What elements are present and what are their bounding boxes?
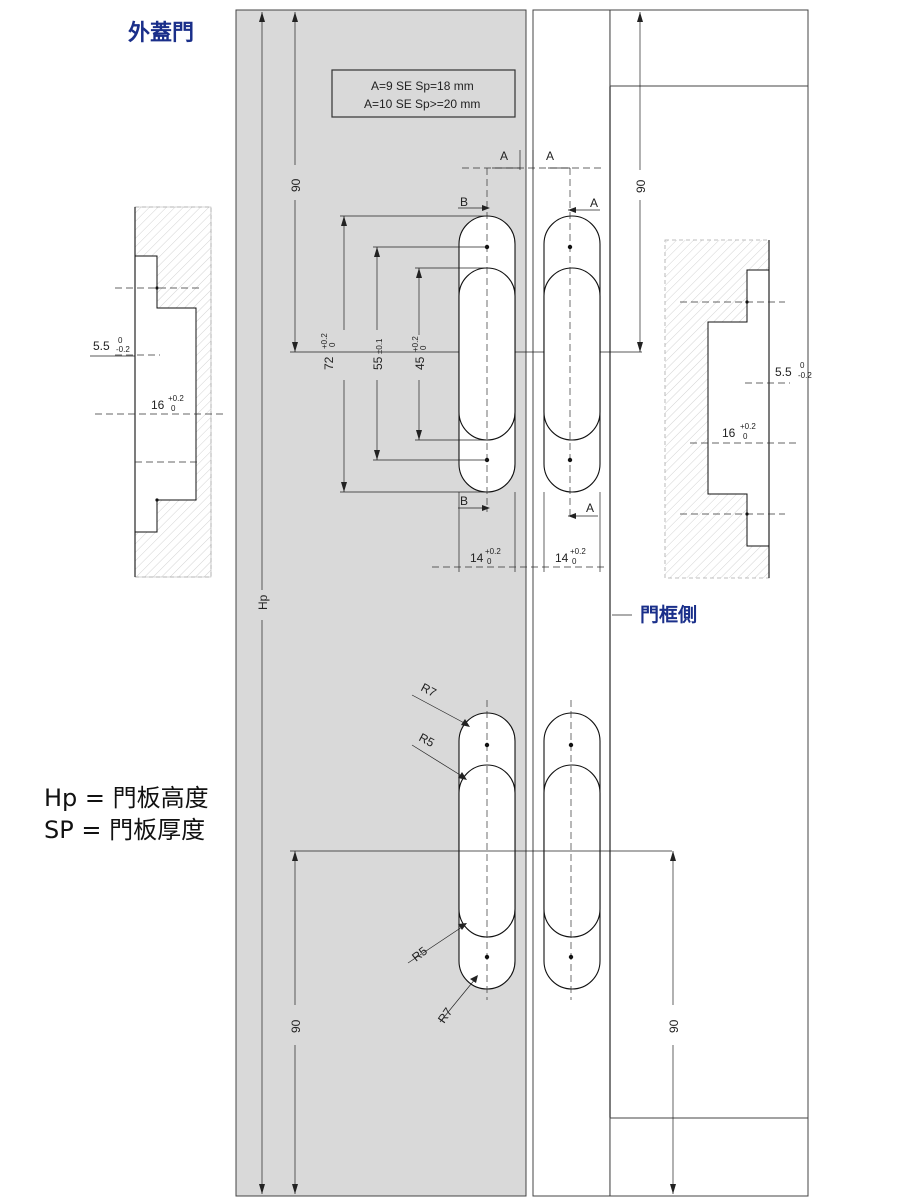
top-90-door-label: 90 (289, 178, 303, 192)
dim-14-frame-tol: +0.2 (570, 547, 586, 556)
top-90-frame-label: 90 (634, 179, 648, 193)
dim-14-door-tol: +0.2 (485, 547, 501, 556)
b-label-top: B (460, 195, 468, 209)
bottom-door-cutout (458, 700, 516, 1000)
spec-line-2: A=10 SE Sp>=20 mm (364, 97, 480, 111)
frame-section-16-tol-low: 0 (743, 432, 748, 441)
dim-45-tol-low: 0 (419, 345, 428, 350)
dim-14-frame-tol-low: 0 (572, 557, 577, 566)
a-label-frame-bottom: A (586, 501, 594, 515)
frame-side-title: 門框側 (640, 603, 697, 626)
a-label-door: A (500, 149, 508, 163)
hp-dimension: Hp (256, 12, 270, 1194)
dim-14-door-value: 14 (470, 551, 484, 565)
dim-72: 72 +0.2 0 (320, 215, 487, 493)
hp-definition: Hp = 門板高度 (44, 784, 209, 812)
r7-top-label: R7 (419, 680, 439, 700)
door-section-5-5-tol-low: -0.2 (116, 345, 130, 354)
dim-45: 45 +0.2 0 (411, 267, 487, 441)
hp-label: Hp (256, 594, 270, 610)
dim-45-value: 45 (413, 356, 427, 370)
door-section-16-tol-low: 0 (171, 404, 176, 413)
door-panel (235, 9, 527, 1197)
dim-14-frame-value: 14 (555, 551, 569, 565)
door-section-view: 5.5 0 -0.2 16 +0.2 0 (90, 206, 225, 578)
spec-box: A=9 SE Sp=18 mm A=10 SE Sp>=20 mm (331, 69, 516, 118)
bottom-90-door-label: 90 (289, 1019, 303, 1033)
door-side-title: 外蓋門 (128, 20, 194, 46)
door-section-16: 16 (151, 398, 165, 412)
r5-top-label: R5 (417, 730, 437, 750)
dim-45-tol: +0.2 (411, 336, 420, 352)
door-section-5-5-tol: 0 (118, 336, 123, 345)
top-90-frame-dimension: 90 (634, 12, 648, 352)
top-frame-cutout (543, 168, 601, 520)
frame-section-5-5: 5.5 (775, 365, 792, 379)
a-label-frame: A (546, 149, 554, 163)
sp-definition: SP = 門板厚度 (44, 816, 205, 844)
dim-55-value: 55 (371, 356, 385, 370)
dim-72-tol-low: 0 (328, 342, 337, 347)
dim-72-tol: +0.2 (320, 333, 329, 349)
frame-section-16-tol: +0.2 (740, 422, 756, 431)
dim-14-door-tol-low: 0 (487, 557, 492, 566)
dim-72-value: 72 (322, 356, 336, 370)
frame-section-5-5-tol-low: -0.2 (798, 371, 812, 380)
door-section-5-5: 5.5 (93, 339, 110, 353)
b-label-bottom: B (460, 494, 468, 508)
door-section-16-tol: +0.2 (168, 394, 184, 403)
dim-55-tol: ±0.1 (375, 338, 384, 354)
frame-section-16: 16 (722, 426, 736, 440)
frame-section-5-5-tol: 0 (800, 361, 805, 370)
dim-14-door: 14 +0.2 0 (432, 492, 605, 572)
bottom-90-frame-label: 90 (667, 1019, 681, 1033)
bottom-90-frame-dimension: 90 (667, 851, 681, 1194)
top-door-cutout (458, 168, 516, 512)
bottom-frame-cutout (543, 700, 601, 1000)
frame-panel (532, 9, 809, 1197)
dim-14-frame: 14 +0.2 0 (543, 492, 601, 572)
a-b-markers: A A B B A A (458, 149, 605, 519)
spec-line-1: A=9 SE Sp=18 mm (371, 79, 474, 93)
a-label-frame-top: A (590, 196, 598, 210)
dim-55: 55 ±0.1 (371, 246, 487, 461)
bottom-90-door-dimension: 90 (289, 850, 672, 1194)
frame-section-view: 5.5 0 -0.2 16 +0.2 0 (664, 239, 812, 579)
